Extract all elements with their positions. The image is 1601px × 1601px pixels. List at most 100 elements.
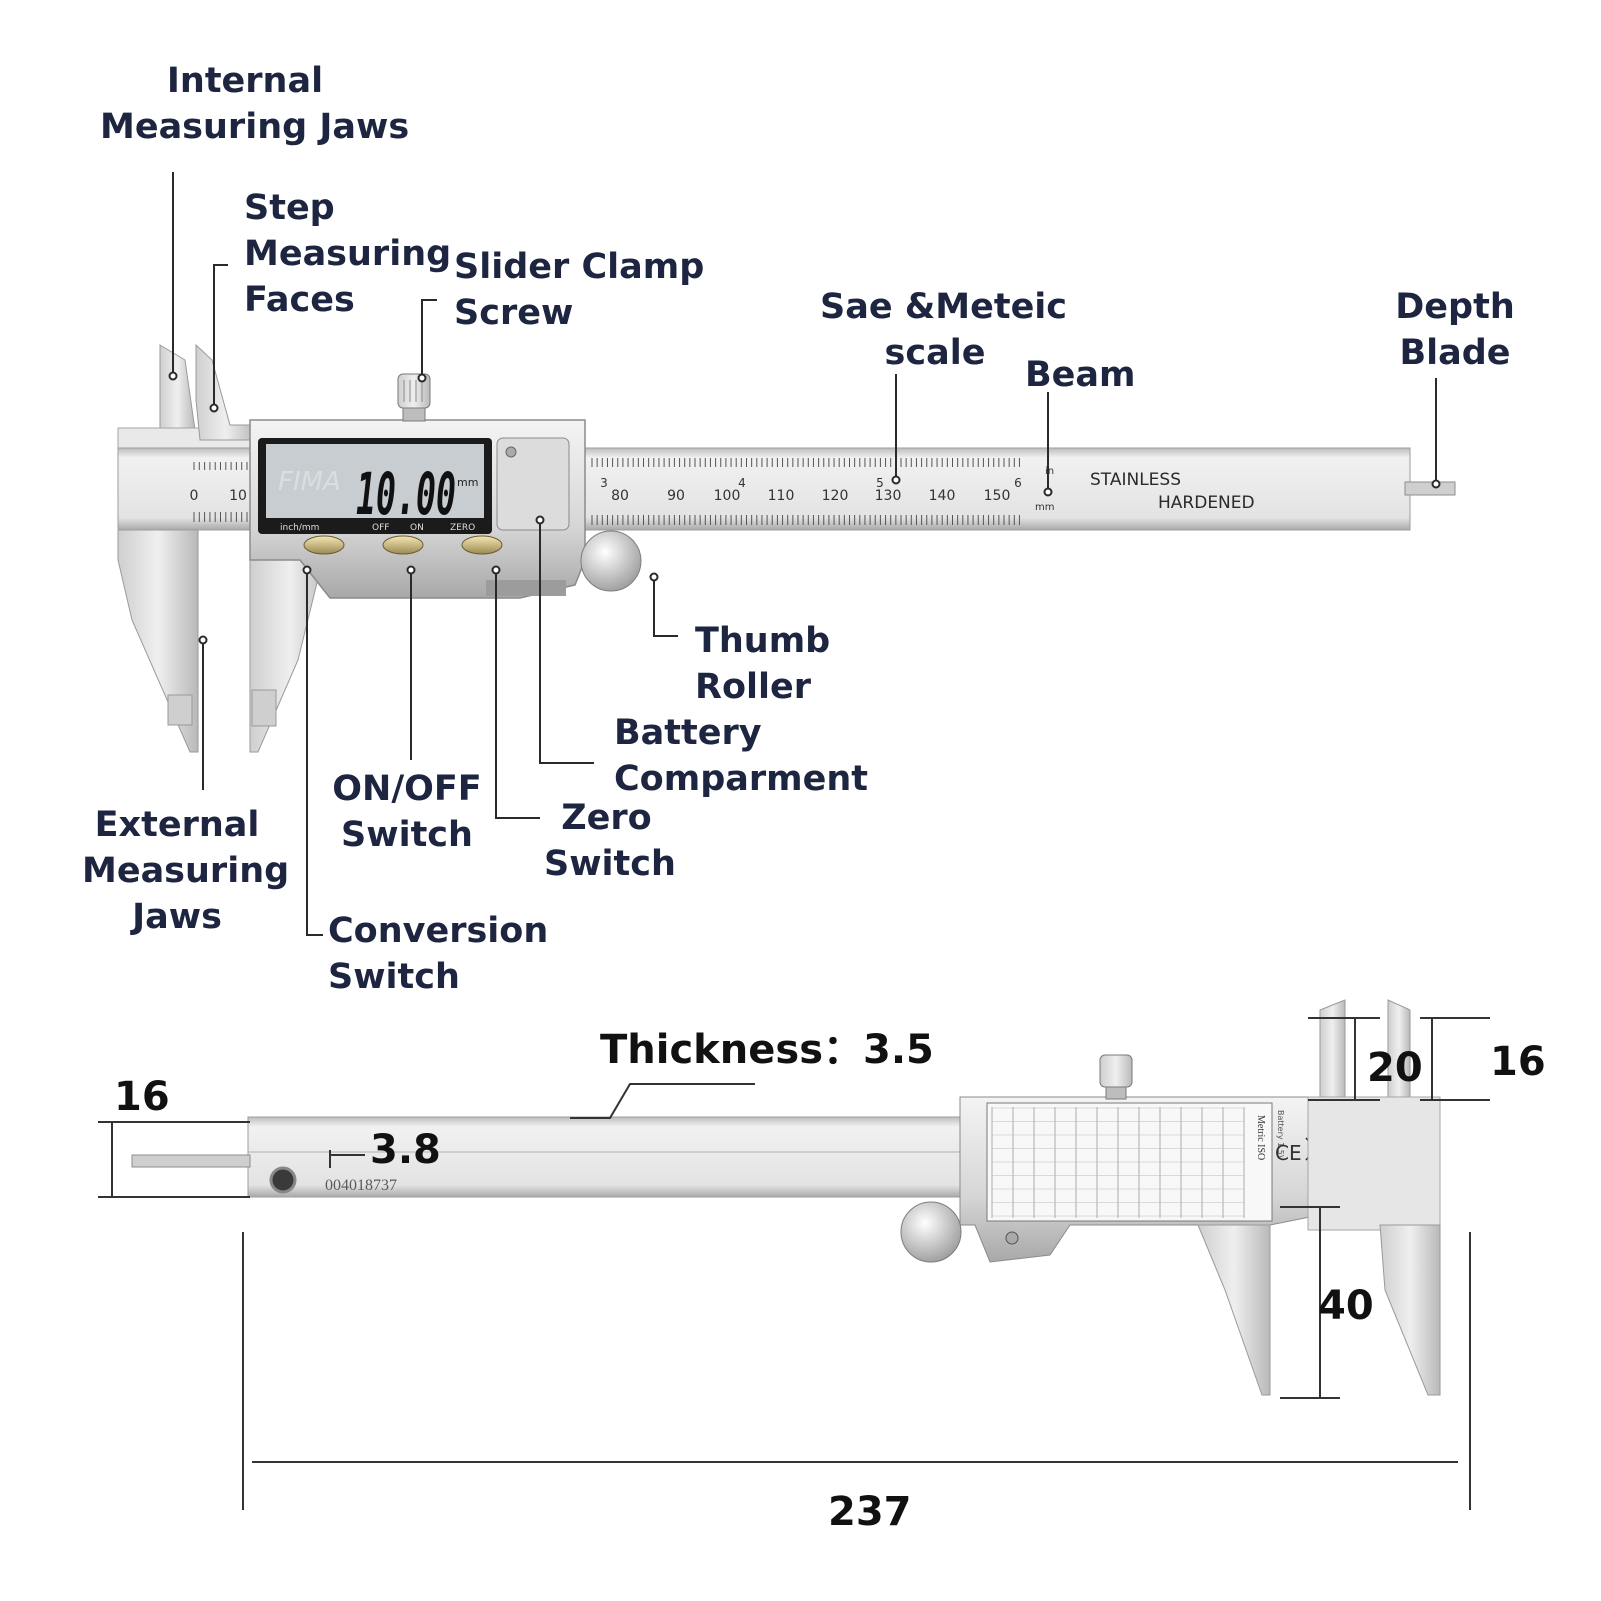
label-line: Screw bbox=[454, 293, 574, 333]
dimension-lines bbox=[98, 1017, 1490, 1510]
label-line: Measuring Jaws bbox=[100, 107, 410, 147]
inch-scale-label: 5 bbox=[876, 476, 884, 490]
label-on-off-switch: ON/OFF Switch bbox=[332, 766, 482, 858]
label-line: ON/OFF bbox=[332, 769, 482, 809]
label-line: Zero bbox=[561, 798, 652, 838]
inch-scale-label: 3 bbox=[600, 476, 608, 490]
label-line: Measuring bbox=[82, 851, 290, 891]
leader-lines bbox=[168, 172, 1441, 936]
back-label-table bbox=[991, 1107, 1245, 1218]
dim-blade-thickness: 3.8 bbox=[370, 1127, 441, 1173]
back-rivet bbox=[269, 1166, 297, 1194]
mm-scale-label: 130 bbox=[875, 488, 902, 504]
inch-scale-label: 4 bbox=[738, 476, 746, 490]
label-line: Blade bbox=[1399, 333, 1511, 373]
label-line: Switch bbox=[328, 957, 460, 997]
back-thumb-roller bbox=[900, 1201, 962, 1263]
label-sae-metric: Sae &Meteic scale bbox=[820, 284, 1068, 376]
zero-button[interactable] bbox=[461, 535, 503, 555]
back-fixed-jaw-block bbox=[1307, 1096, 1441, 1231]
mm-scale-label: 90 bbox=[667, 488, 685, 504]
back-external-jaw-moving bbox=[1197, 1224, 1271, 1396]
depth-blade bbox=[1404, 481, 1456, 496]
label-internal-jaws: Internal Measuring Jaws bbox=[100, 58, 410, 150]
dim-external-jaw-length: 40 bbox=[1318, 1283, 1374, 1329]
leader-zero bbox=[495, 570, 540, 819]
label-line: Jaws bbox=[132, 897, 222, 937]
battery-screw bbox=[505, 446, 517, 458]
bottom-caliper: 004018737 Metric ISO Battery 1.5V CE bbox=[131, 999, 1441, 1396]
dim-total-length: 237 bbox=[828, 1489, 912, 1535]
button-label-zero: ZERO bbox=[450, 523, 475, 533]
label-conversion-switch: Conversion Switch bbox=[328, 908, 548, 1000]
lcd-screen bbox=[266, 444, 484, 518]
dim-step-height: 16 bbox=[1490, 1039, 1546, 1085]
button-label-on: ON bbox=[410, 523, 424, 533]
back-internal-jaw-moving bbox=[1319, 999, 1346, 1101]
mm-scale-label: 10 bbox=[229, 488, 247, 504]
label-line: Sae &Meteic bbox=[820, 287, 1068, 327]
ce-mark: CE bbox=[1275, 1141, 1302, 1165]
back-slider-screw bbox=[1005, 1231, 1019, 1245]
dim-depth-blade-height: 16 bbox=[114, 1074, 170, 1120]
label-line: Beam bbox=[1025, 355, 1136, 395]
label-zero-switch: Zero Switch bbox=[544, 795, 676, 887]
label-line: Comparment bbox=[614, 759, 868, 799]
label-line: Roller bbox=[695, 667, 811, 707]
battery-compartment[interactable] bbox=[496, 437, 570, 531]
conversion-button[interactable] bbox=[303, 535, 345, 555]
lcd-brand-watermark: FIMA bbox=[278, 467, 341, 497]
lcd-unit: mm bbox=[457, 476, 478, 489]
internal-jaw-moving bbox=[195, 343, 256, 441]
button-label-inch-mm: inch/mm bbox=[280, 523, 319, 533]
on-off-button[interactable] bbox=[382, 535, 424, 555]
back-clamp-screw bbox=[1099, 1054, 1133, 1100]
mm-scale-label: 150 bbox=[984, 488, 1011, 504]
label-line: Step bbox=[244, 188, 335, 228]
back-label-battery: Battery 1.5V bbox=[1276, 1110, 1285, 1161]
leader-clamp-screw bbox=[421, 299, 437, 378]
back-external-jaw-fixed bbox=[1379, 1224, 1441, 1396]
beam-text-hardened: HARDENED bbox=[1158, 493, 1255, 513]
leader-thumb-roller bbox=[653, 577, 678, 637]
label-line: Depth bbox=[1395, 287, 1515, 327]
label-line: Switch bbox=[341, 815, 473, 855]
leader-step-faces bbox=[213, 264, 228, 408]
label-line: Internal bbox=[166, 61, 324, 101]
label-line: Conversion bbox=[328, 911, 549, 951]
moving-jaw-marker bbox=[251, 689, 277, 727]
label-line: Faces bbox=[244, 280, 355, 320]
back-label-title: Metric ISO bbox=[1255, 1115, 1266, 1160]
thumb-roller[interactable] bbox=[580, 530, 642, 592]
label-external-jaws: External Measuring Jaws bbox=[82, 802, 290, 940]
label-depth-blade: Depth Blade bbox=[1390, 284, 1520, 376]
head-grip bbox=[486, 580, 566, 596]
mm-scale-label: 120 bbox=[822, 488, 849, 504]
back-depth-blade bbox=[131, 1154, 251, 1168]
button-label-off: OFF bbox=[372, 523, 389, 533]
label-line: scale bbox=[884, 333, 986, 373]
label-line: External bbox=[94, 805, 260, 845]
label-line: Slider Clamp bbox=[454, 247, 705, 287]
label-thumb-roller: Thumb Roller bbox=[695, 618, 830, 710]
label-line: Battery bbox=[614, 713, 762, 753]
inch-scale-label: 6 bbox=[1014, 476, 1022, 490]
dim-thickness: Thickness：3.5 bbox=[600, 1027, 934, 1073]
mm-scale-label: 100 bbox=[714, 488, 741, 504]
mm-scale-label: 80 bbox=[611, 488, 629, 504]
beam-text-stainless: STAINLESS bbox=[1090, 470, 1181, 490]
label-line: Measuring bbox=[244, 234, 452, 274]
dim-internal-jaw-height: 20 bbox=[1367, 1045, 1423, 1091]
leader-conversion bbox=[306, 570, 323, 936]
label-step-faces: Step Measuring Faces bbox=[244, 185, 451, 323]
label-line: Switch bbox=[544, 844, 676, 884]
mm-scale-label: 140 bbox=[929, 488, 956, 504]
jaw-gap-marker bbox=[167, 694, 193, 726]
leader-battery bbox=[539, 520, 594, 764]
internal-jaw-fixed bbox=[159, 344, 196, 431]
unit-in: in bbox=[1045, 466, 1054, 477]
mm-scale-label: 110 bbox=[768, 488, 795, 504]
